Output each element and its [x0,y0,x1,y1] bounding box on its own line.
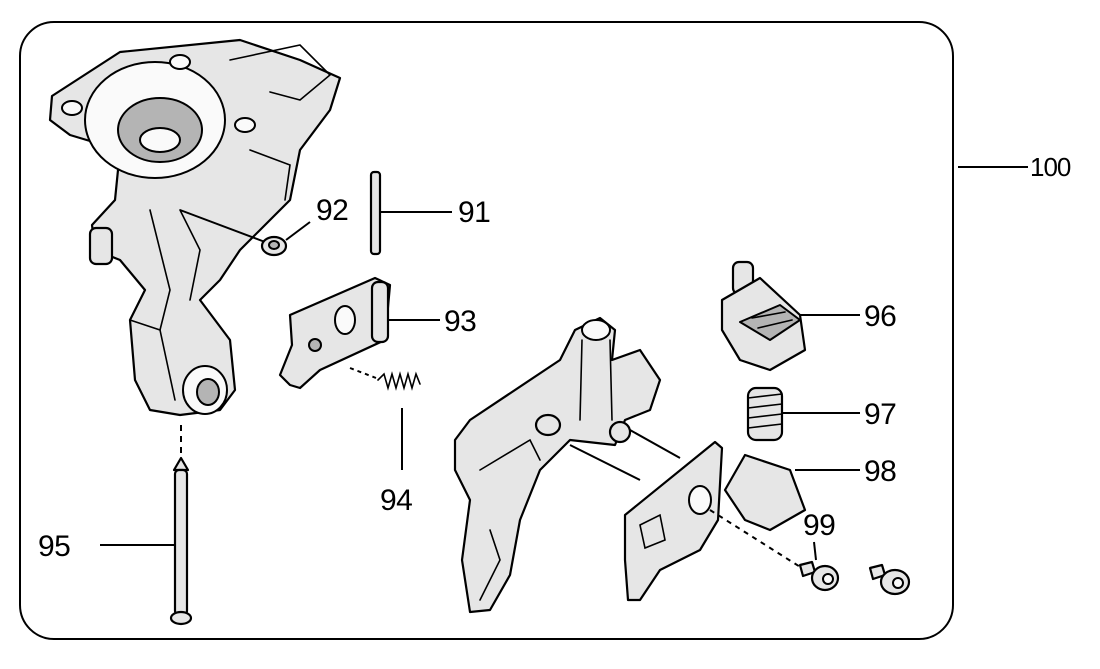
callout-97: 97 [864,398,896,431]
callout-92: 92 [316,194,348,227]
bracket [453,316,681,614]
callout-95: 95 [38,530,70,563]
part-99-screws: 99 [709,509,911,596]
callout-100: 100 [1030,152,1071,182]
part-94-spring: 94 [349,367,421,517]
part-96-knob: 96 [720,260,897,372]
part-95-long-pin: 95 [38,456,193,626]
callout-91: 91 [458,196,490,229]
part-97-spring: 97 [746,386,897,442]
part-91-pin: 91 [369,170,491,256]
part-93-lever: 93 [278,276,477,390]
callout-99: 99 [803,509,835,542]
part-100-assembly: 100 [958,152,1072,182]
callout-98: 98 [864,455,896,488]
callout-94: 94 [380,484,412,517]
main-housing [48,38,342,417]
callout-93: 93 [444,305,476,338]
part-92-washer: 92 [179,194,349,257]
part-98-slide-plate: 98 [623,440,897,602]
assembly-frame [19,21,954,640]
callout-96: 96 [864,300,896,333]
